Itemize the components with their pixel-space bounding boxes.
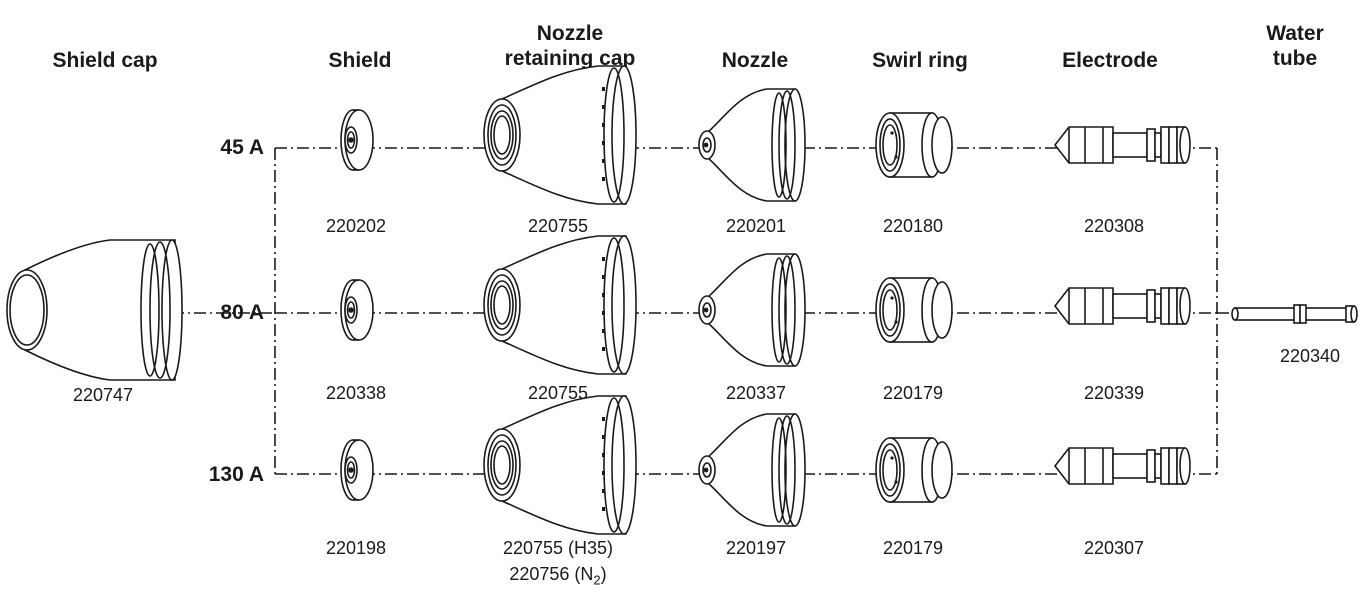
header-shield: Shield (328, 49, 392, 72)
part-number-retaining-cap-130a: 220755 (H35) (502, 538, 614, 558)
part-number-retaining-cap-45a: 220755 (527, 216, 589, 236)
shield-45a-drawing (340, 109, 374, 171)
nozzle-130a-drawing (698, 413, 806, 527)
part-number-electrode-80a: 220339 (1083, 383, 1145, 403)
header-nozzle: Nozzle (721, 49, 789, 72)
electrode-45a-drawing (1054, 126, 1191, 164)
part-number-shield-80a: 220338 (325, 383, 387, 403)
part-number-shield-cap: 220747 (72, 385, 134, 405)
part-number-water-tube: 220340 (1279, 346, 1341, 366)
part-number-swirl-ring-80a: 220179 (882, 383, 944, 403)
nozzle-80a-drawing (698, 253, 806, 367)
part-number-nozzle-45a: 220201 (725, 216, 787, 236)
part-number-swirl-ring-130a: 220179 (882, 538, 944, 558)
alt-prefix: 220756 (N (509, 564, 594, 584)
header-nozzle-retaining-cap: Nozzle retaining cap (460, 21, 680, 71)
retaining-cap-45a-drawing (483, 65, 637, 205)
part-number-nozzle-80a: 220337 (725, 383, 787, 403)
part-number-shield-45a: 220202 (325, 216, 387, 236)
header-water-tube: Water tube (1235, 21, 1355, 71)
shield-cap-drawing (6, 239, 183, 381)
electrode-80a-drawing (1054, 287, 1191, 325)
part-number-nozzle-130a: 220197 (725, 538, 787, 558)
part-number-swirl-ring-45a: 220180 (882, 216, 944, 236)
water-tube-drawing (1231, 304, 1358, 324)
electrode-130a-drawing (1054, 447, 1191, 485)
swirl-ring-45a-drawing (875, 112, 953, 178)
header-swirl-ring: Swirl ring (872, 49, 968, 72)
part-number-electrode-45a: 220308 (1083, 216, 1145, 236)
shield-80a-drawing (340, 279, 374, 341)
swirl-ring-130a-drawing (875, 437, 953, 503)
shield-130a-drawing (340, 439, 374, 501)
retaining-cap-80a-drawing (483, 235, 637, 375)
swirl-ring-80a-drawing (875, 277, 953, 343)
part-number-retaining-cap-80a: 220755 (527, 383, 589, 403)
nozzle-45a-drawing (698, 88, 806, 202)
header-water-tube-line2: tube (1272, 47, 1318, 70)
part-number-shield-130a: 220198 (325, 538, 387, 558)
current-label-130a: 130 A (208, 463, 264, 486)
part-number-retaining-cap-130a-alt: 220756 (N2) (458, 563, 658, 592)
alt-subscript: 2 (593, 572, 601, 588)
retaining-cap-130a-drawing (483, 395, 637, 535)
part-number-electrode-130a: 220307 (1083, 538, 1145, 558)
current-label-45a: 45 A (220, 136, 264, 159)
header-shield-cap: Shield cap (52, 49, 158, 72)
header-water-tube-line1: Water (1266, 22, 1324, 45)
header-nozzle-retaining-cap-line1: Nozzle (536, 22, 604, 45)
header-electrode: Electrode (1062, 49, 1158, 72)
header-nozzle-retaining-cap-line2: retaining cap (504, 47, 636, 70)
alt-suffix: ) (600, 564, 607, 584)
